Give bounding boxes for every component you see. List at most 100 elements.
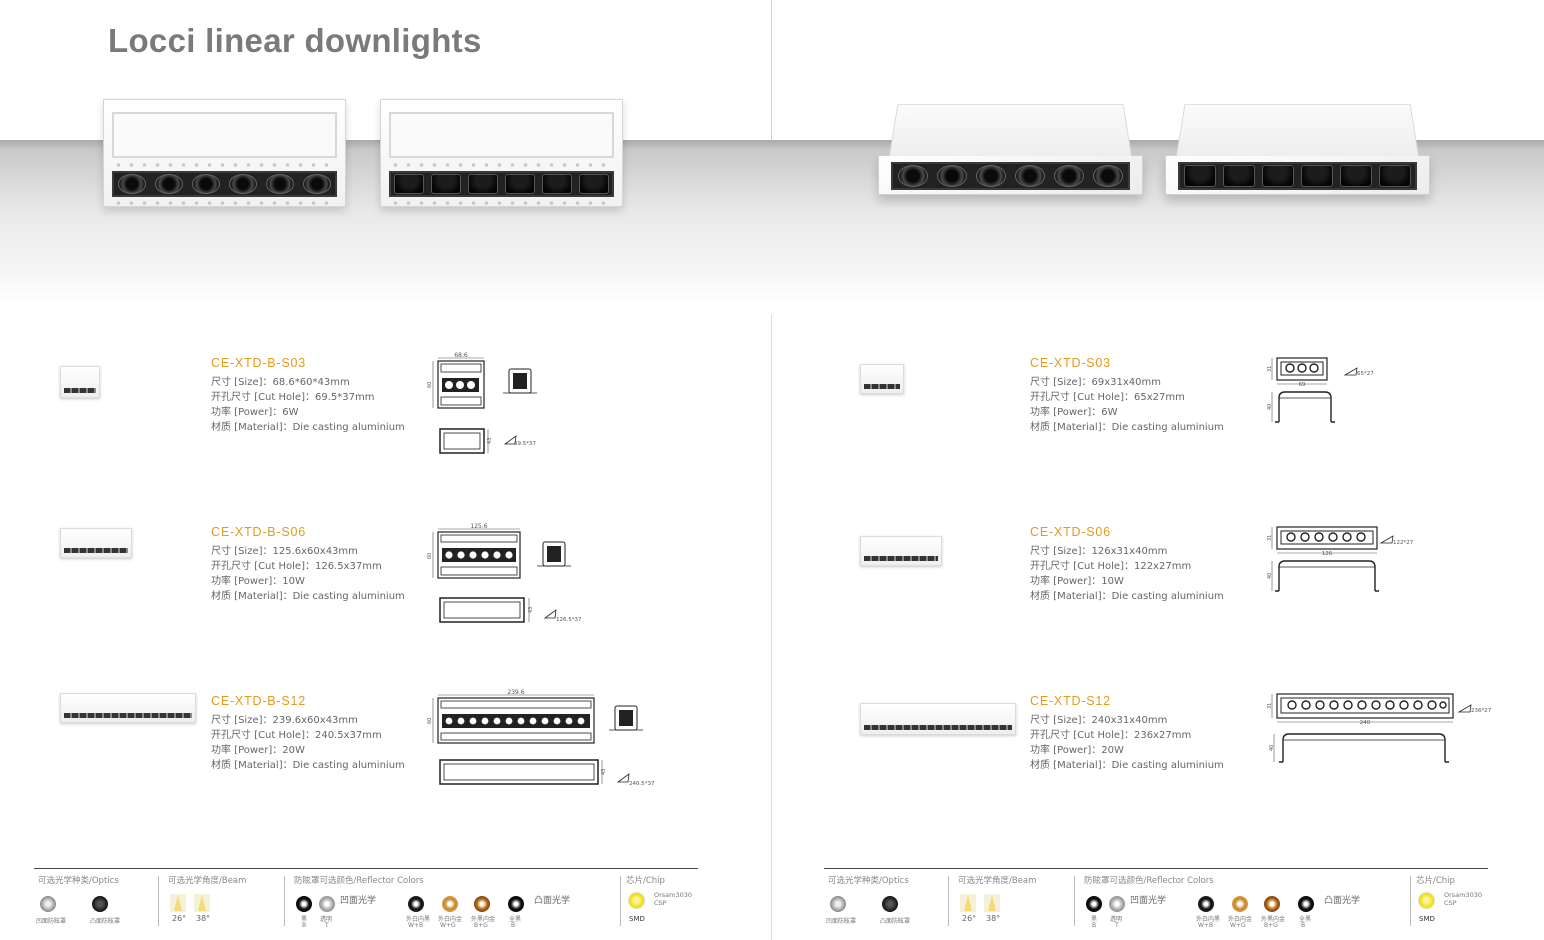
- product-code: CE-XTD-S12: [1030, 694, 1111, 708]
- reflector-white-gold-icon: [1232, 896, 1248, 912]
- dim-height-label: 31: [1267, 703, 1273, 709]
- chip-smd: SMD: [629, 915, 645, 923]
- optics-convex-icon: [882, 896, 898, 912]
- reflector-color-code: B: [1092, 922, 1097, 929]
- chip-name: Orsam3030: [654, 891, 693, 899]
- product-spec-block: CE-XTD-B-S03 尺寸 [Size]：68.6*60*43mm 开孔尺寸…: [211, 356, 441, 435]
- product-cut-hole: 开孔尺寸 [Cut Hole]：122x27mm: [1030, 561, 1192, 572]
- dim-side-label: 43: [528, 607, 534, 613]
- dim-width-label: 68.6: [454, 352, 468, 359]
- product-code: CE-XTD-B-S06: [211, 525, 307, 539]
- cut-hole-label: 122*27: [1393, 540, 1414, 546]
- technical-drawing: 68.6 60 43 69.5*37: [425, 352, 565, 462]
- beam-angle-label: 26°: [172, 914, 187, 923]
- dim-side-label: 40: [1267, 404, 1273, 410]
- beam-26-icon: [960, 894, 976, 912]
- chip-type: CSP: [654, 899, 667, 907]
- product-power: 功率 [Power]：10W: [211, 576, 305, 587]
- dim-side-label: 40: [1267, 573, 1273, 579]
- reflector-white-black-icon: [1198, 896, 1214, 912]
- product-material: 材质 [Material]：Die casting aluminium: [211, 591, 405, 602]
- hero-fixture-b-round: [103, 99, 346, 207]
- reflector-color-code: B: [302, 922, 307, 929]
- cut-hole-label: 240.5*37: [629, 781, 655, 787]
- product-thumbnail: [860, 536, 942, 566]
- reflector-black-icon: [1086, 896, 1102, 912]
- reflector-color-label: 透明: [1110, 916, 1123, 923]
- reflector-color-code: W+B: [1198, 922, 1214, 929]
- optics-convex-icon: [92, 896, 108, 912]
- reflector-color-code: B+G: [474, 922, 488, 929]
- beam-38-icon: [194, 894, 210, 912]
- product-thumbnail: [60, 528, 132, 558]
- reflector-color-label: 外白内黑: [1196, 916, 1221, 923]
- dim-side-label: 43: [601, 769, 607, 775]
- chip-title: 芯片/Chip: [626, 876, 665, 886]
- cut-hole-label: 69.5*37: [514, 441, 536, 447]
- reflector-transparent-icon: [1109, 896, 1125, 912]
- reflector-color-label: 透明: [320, 916, 333, 923]
- options-footer-left: 可选光学种类/Optics 凹面防眩罩 凸面防眩罩 可选光学角度/Beam 26…: [34, 868, 698, 934]
- cut-hole-label: 65*27: [1357, 371, 1374, 377]
- optics-title: 可选光学种类/Optics: [828, 876, 909, 886]
- product-cut-hole: 开孔尺寸 [Cut Hole]：126.5x37mm: [211, 561, 382, 572]
- beam-angle-label: 38°: [986, 914, 1001, 923]
- product-code: CE-XTD-B-S12: [211, 694, 307, 708]
- product-material: 材质 [Material]：Die casting aluminium: [211, 422, 405, 433]
- optics-concave-icon: [40, 896, 56, 912]
- page-spine: [771, 0, 772, 140]
- product-size: 尺寸 [Size]：68.6*60*43mm: [211, 377, 350, 388]
- product-size: 尺寸 [Size]：240x31x40mm: [1030, 715, 1168, 726]
- page-title: Locci linear downlights: [108, 22, 482, 59]
- hero-fixture-round: [878, 104, 1143, 195]
- product-material: 材质 [Material]：Die casting aluminium: [211, 760, 405, 771]
- optics-item-label: 凹面防眩罩: [826, 918, 857, 925]
- product-cut-hole: 开孔尺寸 [Cut Hole]：65x27mm: [1030, 392, 1185, 403]
- hero-fixture-square: [1165, 104, 1430, 195]
- beam-38-icon: [984, 894, 1000, 912]
- product-size: 尺寸 [Size]：126x31x40mm: [1030, 546, 1168, 557]
- reflector-color-label: 全黑: [509, 916, 522, 923]
- reflector-color-code: B: [1301, 922, 1306, 929]
- product-power: 功率 [Power]：20W: [1030, 745, 1124, 756]
- technical-drawing: 240 31 236*27 40: [1265, 690, 1505, 770]
- optics-concave-icon: [830, 896, 846, 912]
- chip-type: CSP: [1444, 899, 1457, 907]
- chip-smd: SMD: [1419, 915, 1435, 923]
- product-cut-hole: 开孔尺寸 [Cut Hole]：69.5*37mm: [211, 392, 375, 403]
- technical-drawing: 69 31 65*27 40: [1265, 352, 1385, 432]
- reflector-white-gold-icon: [442, 896, 458, 912]
- reflector-color-code: B+G: [1264, 922, 1278, 929]
- reflector-color-label: 黑: [301, 916, 308, 923]
- product-spec-block: CE-XTD-S03 尺寸 [Size]：69x31x40mm 开孔尺寸 [Cu…: [1030, 356, 1260, 435]
- technical-drawing: 125.6 60 43 126.5*37: [425, 521, 595, 631]
- reflector-convex-label: 凸面光学: [1324, 896, 1361, 906]
- product-thumbnail: [860, 364, 904, 394]
- chip-title: 芯片/Chip: [1416, 876, 1455, 886]
- beam-title: 可选光学角度/Beam: [168, 876, 247, 886]
- reflector-color-label: 外黑内金: [1261, 916, 1286, 923]
- reflector-concave-label: 凹面光学: [340, 896, 377, 906]
- reflector-transparent-icon: [319, 896, 335, 912]
- product-material: 材质 [Material]：Die casting aluminium: [1030, 760, 1224, 771]
- reflector-convex-label: 凸面光学: [534, 896, 571, 906]
- beam-angle-label: 26°: [962, 914, 977, 923]
- dim-width-label: 125.6: [470, 523, 487, 530]
- beam-title: 可选光学角度/Beam: [958, 876, 1037, 886]
- product-material: 材质 [Material]：Die casting aluminium: [1030, 422, 1224, 433]
- reflector-black-icon: [296, 896, 312, 912]
- optics-item-label: 凹面防眩罩: [36, 918, 67, 925]
- reflector-black-gold-icon: [1264, 896, 1280, 912]
- reflector-color-code: W+G: [1230, 922, 1246, 929]
- optics-title: 可选光学种类/Optics: [38, 876, 119, 886]
- product-spec-block: CE-XTD-S12 尺寸 [Size]：240x31x40mm 开孔尺寸 [C…: [1030, 694, 1260, 773]
- reflector-color-label: 外白内金: [438, 916, 463, 923]
- reflector-color-code: T: [325, 922, 329, 929]
- reflector-color-code: W+B: [408, 922, 424, 929]
- reflector-white-black-icon: [408, 896, 424, 912]
- reflector-color-code: T: [1115, 922, 1119, 929]
- chip-name: Orsam3030: [1444, 891, 1483, 899]
- reflector-black-gold-icon: [474, 896, 490, 912]
- optics-item-label: 凸面防眩罩: [90, 918, 121, 925]
- reflector-all-black-icon: [508, 896, 524, 912]
